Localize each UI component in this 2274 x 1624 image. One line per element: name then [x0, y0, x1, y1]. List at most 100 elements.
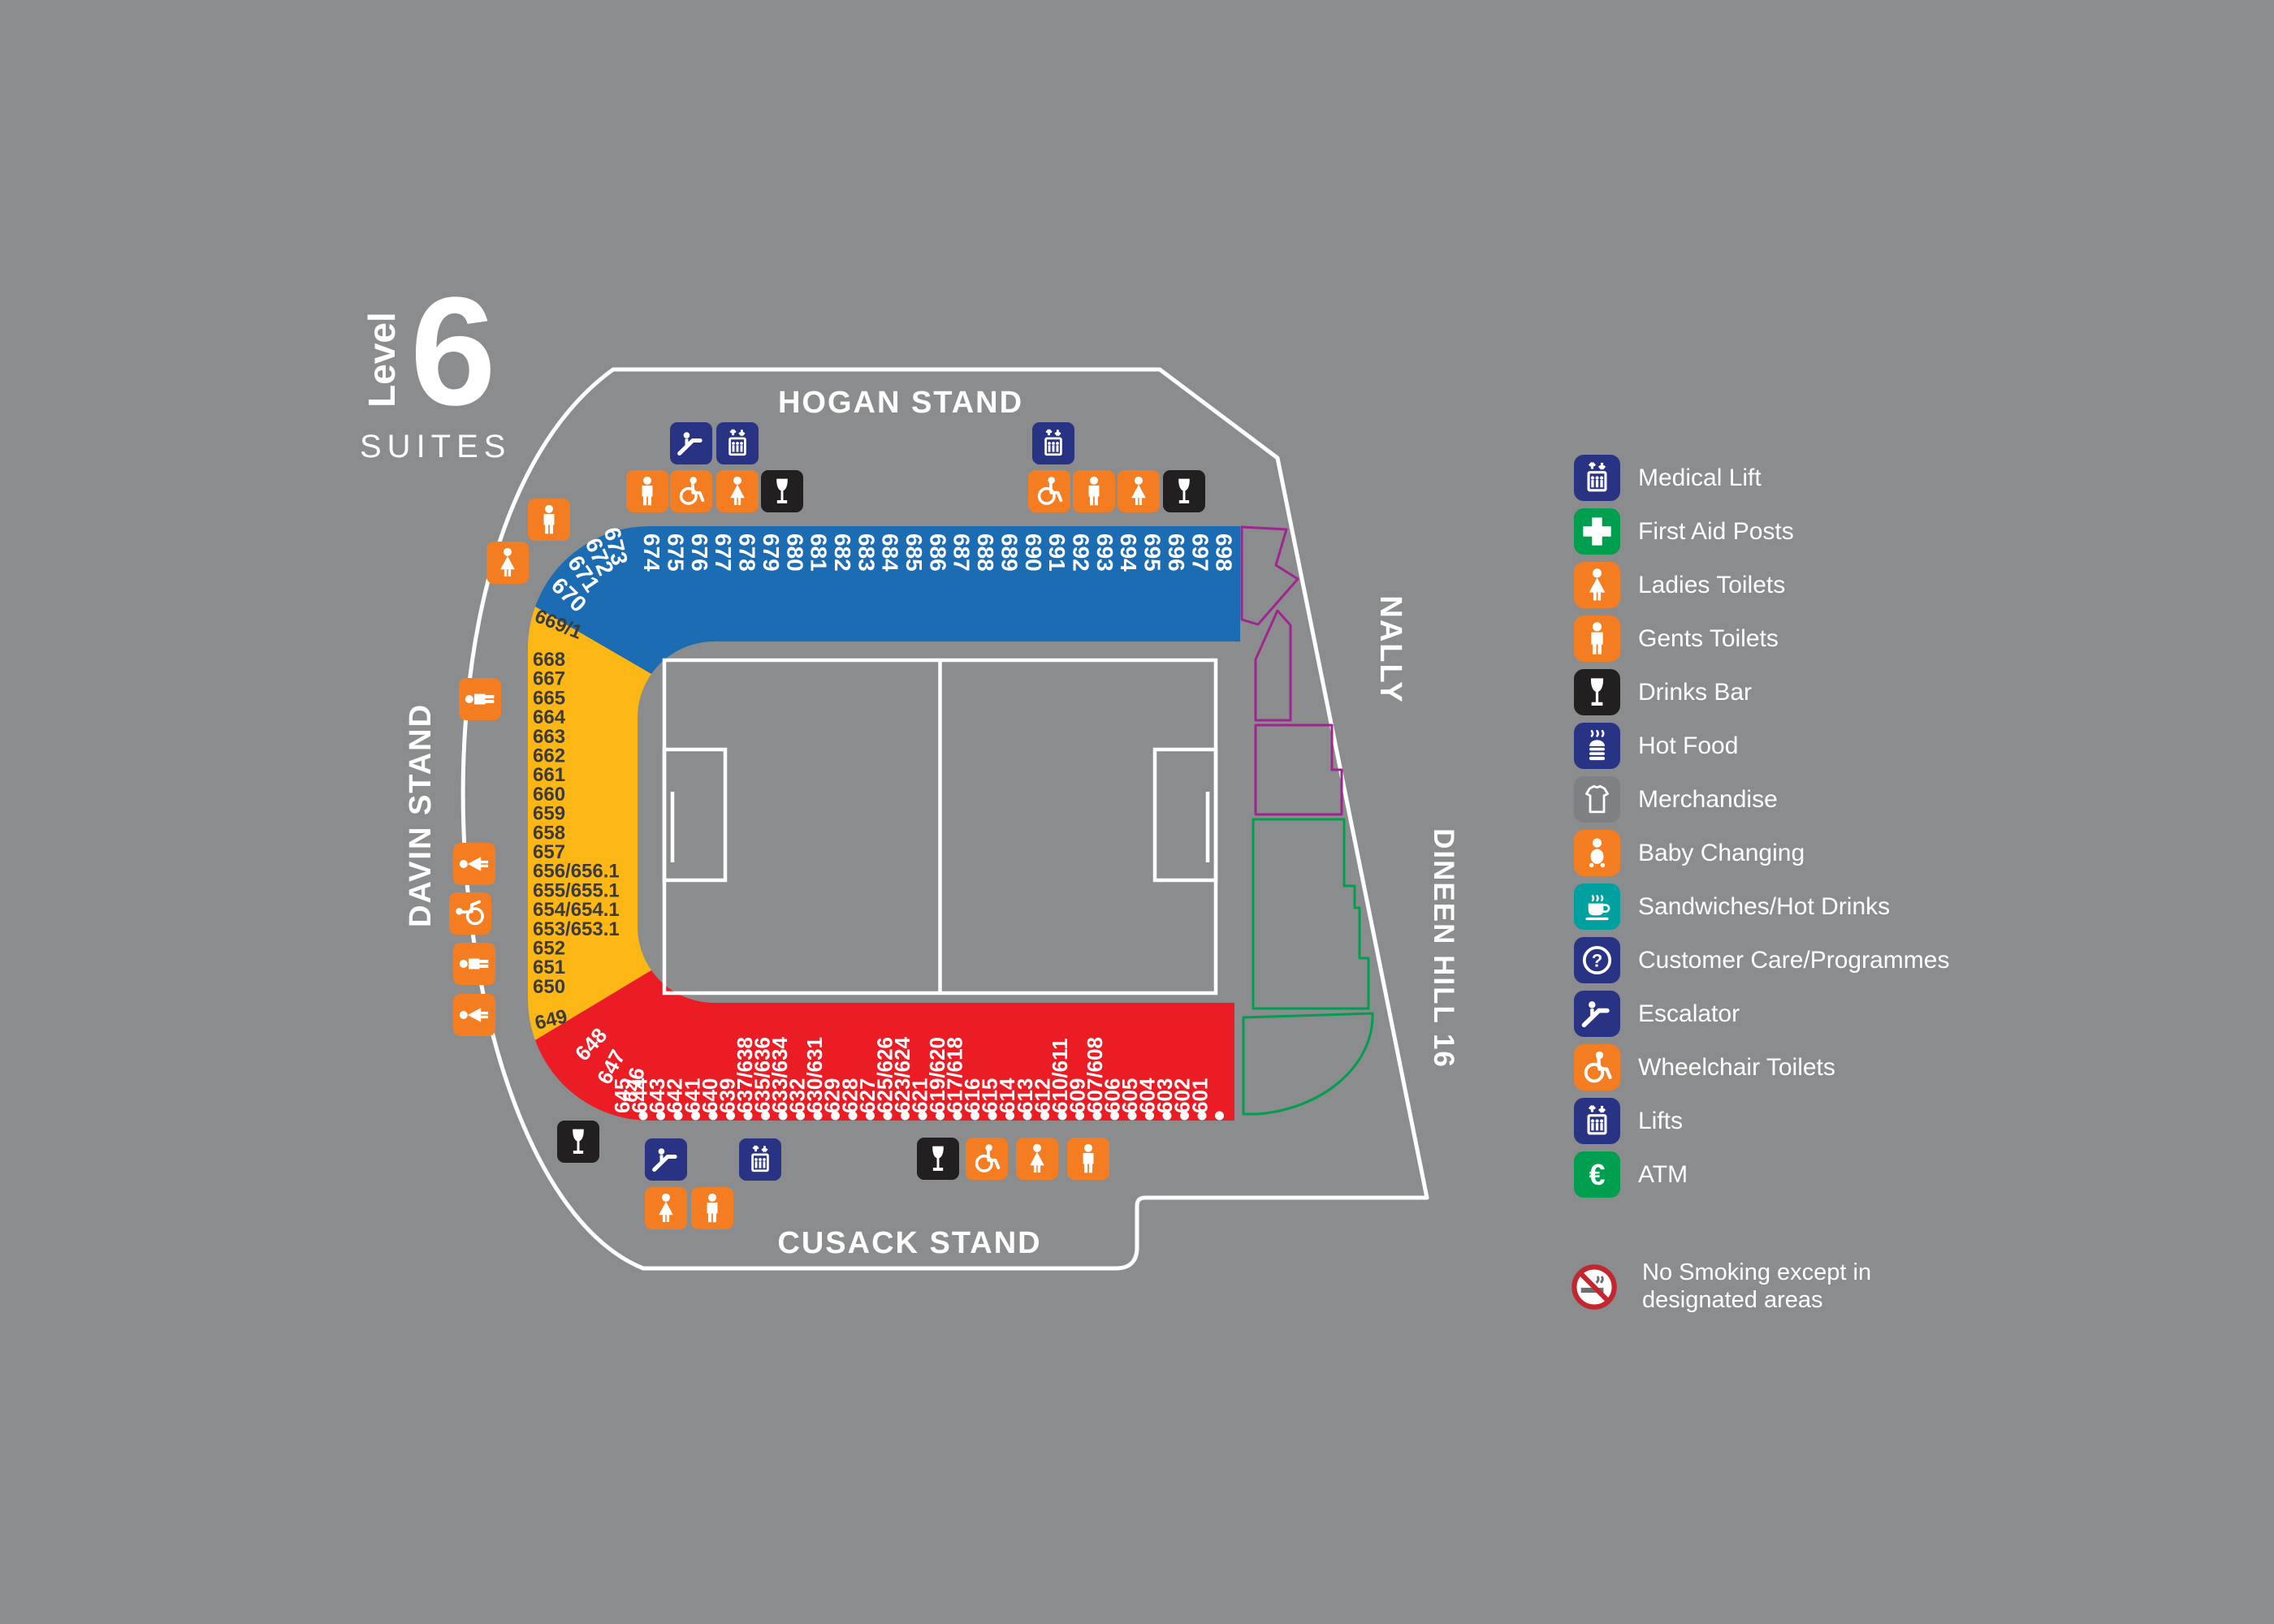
sandwiches-icon: [1577, 887, 1617, 926]
suite-window-dot: [866, 1111, 875, 1121]
suite-number: 681: [806, 533, 832, 572]
gents-icon: [456, 946, 492, 982]
suite-number: 610/611: [1048, 1038, 1072, 1113]
ladies-icon: [645, 1187, 687, 1229]
suite-number: 601: [1187, 1078, 1212, 1113]
legend-item: Sandwiches/Hot Drinks: [1574, 883, 1890, 930]
suite-number: 627: [855, 1078, 880, 1113]
suite-window-dot: [1180, 1111, 1189, 1121]
drinks-icon: [1166, 473, 1202, 509]
suite-number: 607/608: [1083, 1037, 1107, 1113]
pitch-right-box: [1152, 747, 1218, 883]
ladies-icon: [1016, 1138, 1058, 1180]
suite-number: 619/620: [925, 1037, 949, 1113]
suite-window-dot: [708, 1111, 718, 1121]
suite-number: 691: [1044, 533, 1070, 572]
legend-item: Customer Care/Programmes: [1574, 937, 1949, 983]
suite-number: 641: [680, 1078, 704, 1113]
no-smoking-icon: [1567, 1260, 1621, 1314]
suite-number: 602: [1170, 1078, 1195, 1113]
suite-number: 659: [533, 803, 565, 825]
escalator-icon: [1577, 994, 1617, 1034]
atm-icon: [1577, 1155, 1617, 1194]
wheelchair-icon: [449, 892, 491, 935]
suite-window-dot: [988, 1111, 997, 1121]
suite-number: 696: [1164, 533, 1189, 572]
suite-number: 644: [628, 1078, 652, 1113]
suite-window-dots: [638, 1111, 1224, 1121]
legend-item-label: Hot Food: [1638, 732, 1739, 759]
suite-number: 645: [610, 1078, 634, 1113]
lift-icon: [739, 1138, 781, 1181]
ladies-icon: [1121, 473, 1156, 509]
level-number: 6: [410, 266, 496, 438]
suite-window-dot: [918, 1111, 927, 1121]
suite-window-dot: [638, 1111, 648, 1121]
suite-number: 660: [533, 784, 565, 806]
wheelchair-icon: [673, 473, 709, 509]
suite-window-dot: [1092, 1111, 1102, 1121]
suite-number: 662: [533, 745, 565, 767]
suite-number: 698: [1212, 533, 1237, 572]
wheelchair-icon: [1031, 473, 1067, 509]
suite-window-dot: [1215, 1111, 1224, 1121]
gents-icon: [1070, 1141, 1106, 1177]
suite-number: 686: [925, 533, 950, 572]
suite-number: 676: [687, 533, 712, 572]
escalator-icon: [648, 1142, 684, 1177]
lift-icon: [1035, 425, 1071, 461]
hogan-suites-band: [535, 526, 1240, 674]
suite-number: 684: [878, 533, 903, 572]
suite-number: 680: [782, 533, 807, 572]
suite-number: 642: [663, 1078, 687, 1113]
suite-number: 688: [973, 533, 998, 572]
merchandise-icon: [1577, 780, 1617, 819]
nally-outline-shape: [1240, 525, 1299, 626]
lift-icon: [742, 1142, 778, 1177]
escalator-icon: [670, 422, 712, 464]
gents-icon: [1067, 1138, 1109, 1180]
cusack-suite-numbers: 645644643642641640639637/638635/636633/6…: [610, 1036, 1212, 1113]
ladies-icon: [490, 545, 525, 581]
suite-window-dot: [953, 1111, 962, 1121]
legend-item: Escalator: [1574, 991, 1740, 1037]
suite-window-dot: [1057, 1111, 1067, 1121]
gents-icon: [1574, 615, 1620, 662]
legend-item-label: Sandwiches/Hot Drinks: [1638, 892, 1891, 920]
suite-number: 623/624: [890, 1036, 914, 1113]
merchandise-icon: [1574, 776, 1620, 823]
suite-number: 678: [735, 533, 760, 572]
sandwiches-icon: [1574, 883, 1620, 930]
legend-item-label: Escalator: [1638, 1000, 1740, 1027]
ladies-icon: [1574, 562, 1620, 608]
suite-number: 665: [533, 687, 565, 709]
suite-window-dot: [726, 1111, 735, 1121]
suite-number: 637/638: [733, 1037, 757, 1113]
drinks-icon: [761, 470, 803, 512]
legend-item: Wheelchair Toilets: [1574, 1044, 1835, 1091]
hogan-stand-label: HOGAN STAND: [778, 386, 1023, 420]
suite-number: 625/626: [872, 1037, 897, 1113]
lift-icon: [1577, 1101, 1617, 1141]
suite-number: 657: [533, 841, 565, 863]
wheelchair-icon: [1574, 1044, 1620, 1091]
legend-item: Gents Toilets: [1574, 615, 1779, 662]
suite-window-dot: [673, 1111, 683, 1121]
legend-item-label: Lifts: [1638, 1107, 1684, 1134]
legend-item-label: Baby Changing: [1638, 839, 1805, 866]
gents-icon: [453, 943, 495, 985]
suite-number: 685: [901, 533, 927, 572]
gents-icon: [1577, 619, 1617, 659]
legend-item: Merchandise: [1574, 776, 1778, 823]
ladies-icon: [1019, 1141, 1055, 1177]
suite-window-dot: [901, 1111, 910, 1121]
suite-number: 694: [1116, 533, 1141, 572]
legend-item: Baby Changing: [1574, 830, 1805, 876]
suite-window-dot: [761, 1111, 770, 1121]
suite-window-dot: [1162, 1111, 1172, 1121]
lift-icon: [1577, 458, 1617, 498]
ladies-icon: [486, 542, 529, 584]
suite-window-dot: [1075, 1111, 1084, 1121]
